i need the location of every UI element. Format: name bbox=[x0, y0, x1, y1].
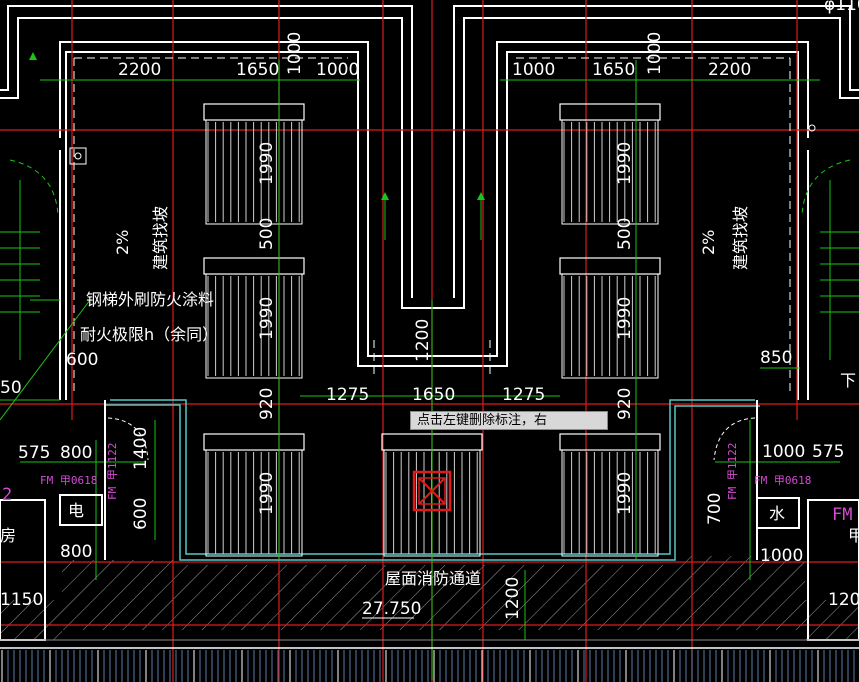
dim-text: 1990 bbox=[257, 472, 277, 515]
bottom-railing bbox=[0, 639, 859, 682]
slab-outline bbox=[105, 399, 760, 561]
dim-text: 2200 bbox=[708, 60, 751, 80]
dim-text: 50 bbox=[0, 378, 22, 398]
grating-panel bbox=[559, 103, 661, 225]
grating-panel bbox=[559, 257, 661, 379]
dim-text: 700 bbox=[705, 493, 725, 525]
pipe-label: φ110 雨水管 bbox=[824, 0, 859, 15]
grating-panel bbox=[203, 257, 305, 379]
dim-text: 800 bbox=[60, 443, 92, 463]
status-tooltip: 点击左键删除标注，右 bbox=[410, 411, 608, 430]
dim-text: 1150 bbox=[0, 590, 43, 610]
dim-text: 600 bbox=[131, 498, 151, 530]
grating-panel bbox=[203, 103, 305, 225]
dim-text: 1650 bbox=[236, 60, 279, 80]
dim-text: 575 bbox=[812, 442, 844, 462]
dim-text: 1400 bbox=[131, 427, 151, 470]
stairs bbox=[0, 159, 859, 313]
hydrant-box-icon[interactable] bbox=[412, 470, 452, 512]
dim-text: 1000 bbox=[316, 60, 359, 80]
note-line-1: 钢梯外刷防火涂料 bbox=[86, 290, 214, 309]
dim-text: 2200 bbox=[118, 60, 161, 80]
door-tag: FM 甲1122 bbox=[106, 443, 119, 500]
dim-text: 1000 bbox=[760, 546, 803, 566]
door-tag: FM 甲0618 bbox=[40, 474, 97, 487]
dim-text: 1200 bbox=[413, 319, 433, 362]
dim-text: 1000 bbox=[512, 60, 555, 80]
dim-text: 850 bbox=[760, 348, 792, 368]
dim-text: 500 bbox=[257, 218, 277, 250]
drawing-texts: φ110 雨水管 2200 1650 1000 1000 1000 1650 1… bbox=[0, 0, 859, 620]
room-edge-char: 甲 bbox=[848, 526, 859, 545]
dim-text: 1650 bbox=[592, 60, 635, 80]
dim-text: 1990 bbox=[615, 297, 635, 340]
dim-text: 1000 bbox=[285, 32, 305, 75]
dim-text: 500 bbox=[615, 218, 635, 250]
passage-label: 屋面消防通道 bbox=[385, 569, 481, 588]
downpipe-icon bbox=[69, 124, 816, 165]
door-tag: FM 甲1122 bbox=[726, 443, 739, 500]
dim-text: 1200 bbox=[828, 590, 859, 610]
door-tag: FM 甲0618 bbox=[754, 474, 811, 487]
dim-text: 1650 bbox=[412, 385, 455, 405]
dim-text: 1000 bbox=[762, 442, 805, 462]
grating-panel bbox=[203, 433, 305, 557]
dim-text: 1990 bbox=[615, 472, 635, 515]
slope-percent: 2% bbox=[699, 230, 718, 255]
room-label-water: 水 bbox=[769, 504, 785, 523]
dim-text: 920 bbox=[257, 388, 277, 420]
grating-panel bbox=[559, 433, 661, 557]
hatched-passage bbox=[0, 556, 859, 640]
grating-panels bbox=[203, 103, 661, 557]
elevation-label: 27.750 bbox=[362, 599, 421, 619]
dim-text: 575 bbox=[18, 443, 50, 463]
dim-text: 1200 bbox=[503, 577, 523, 620]
slope-note: 建筑找坡 bbox=[731, 206, 750, 270]
dim-text: 1000 bbox=[645, 32, 665, 75]
slope-arrows bbox=[29, 52, 485, 200]
door-swings bbox=[107, 417, 756, 461]
room-edge-label: 房 bbox=[0, 526, 16, 545]
room-edge-fm: FM bbox=[832, 505, 852, 525]
stair-down-label: 下 bbox=[840, 371, 856, 390]
slope-note: 建筑找坡 bbox=[151, 206, 170, 270]
dim-text: 800 bbox=[60, 542, 92, 562]
dim-text: 1275 bbox=[326, 385, 369, 405]
slope-percent: 2% bbox=[113, 230, 132, 255]
note-line-2: 耐火极限h（余同） bbox=[80, 325, 218, 344]
dim-text: 1275 bbox=[502, 385, 545, 405]
dim-text: 1990 bbox=[257, 142, 277, 185]
dim-text: 1990 bbox=[615, 142, 635, 185]
roof-boundary-dashed bbox=[73, 57, 791, 395]
dim-text: 600 bbox=[66, 350, 98, 370]
dim-text: 920 bbox=[615, 388, 635, 420]
room-label-electric: 电 bbox=[68, 501, 84, 520]
room-edge-number: 2 bbox=[2, 485, 12, 505]
dim-text: 1990 bbox=[257, 297, 277, 340]
